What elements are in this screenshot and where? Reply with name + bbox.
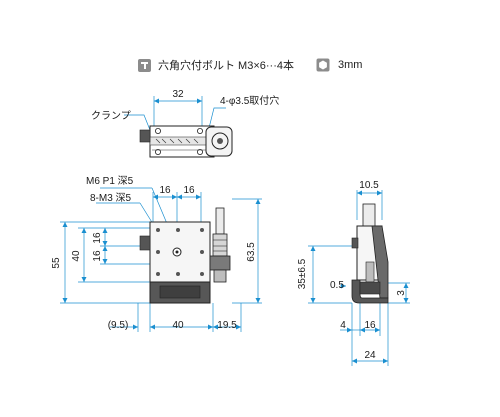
side-dim-24: 24	[364, 350, 376, 361]
tap-label: 8-M3 深5	[90, 192, 132, 204]
front-dim-40-bottom: 40	[172, 320, 184, 331]
top-clamp-knob	[139, 129, 151, 143]
side-dim-4: 4	[340, 320, 346, 331]
side-dim-35: 35±6.5	[297, 258, 308, 289]
top-dim-32: 32	[172, 89, 184, 100]
mount-hole-label: 4-φ3.5取付穴	[220, 94, 279, 107]
front-dim-40-left: 40	[71, 250, 82, 262]
front-dim-16b: 16	[183, 185, 195, 196]
clamp-label: クランプ	[91, 110, 131, 122]
side-dim-16: 16	[364, 320, 376, 331]
front-dim-16c: 16	[92, 232, 103, 244]
front-dim-16d: 16	[92, 250, 103, 262]
hex-key-legend: 3mm	[316, 56, 362, 74]
side-dim-10-5: 10.5	[359, 180, 379, 191]
thread-label: M6 P1 深5	[86, 175, 134, 187]
side-dim-3: 3	[396, 290, 407, 296]
bolt-legend-text: 六角穴付ボルト M3×6···4本	[158, 60, 294, 72]
front-view: M6 P1 深5 8-M3 深5 16 16 55 40 16 16 63.5 …	[51, 175, 262, 332]
front-clamp-knob	[139, 235, 151, 251]
bolt-legend: 六角穴付ボルト M3×6···4本	[138, 56, 294, 74]
side-view: 10.5 35±6.5 0.5 3 4 16 24	[297, 180, 410, 366]
front-dim-55: 55	[51, 257, 62, 269]
front-dim-19-5: 19.5	[217, 320, 237, 331]
hex-key-icon	[316, 58, 330, 72]
hex-key-legend-text: 3mm	[338, 59, 363, 71]
front-dim-16a: 16	[159, 185, 171, 196]
bolt-icon	[138, 58, 151, 72]
side-dim-0-5: 0.5	[330, 280, 344, 291]
front-dim-9-5: (9.5)	[108, 320, 129, 331]
side-clamp-knob	[351, 237, 359, 249]
front-dim-63-5: 63.5	[246, 242, 257, 262]
top-view: 32 クランプ 4-φ3.5取付穴	[91, 89, 279, 158]
